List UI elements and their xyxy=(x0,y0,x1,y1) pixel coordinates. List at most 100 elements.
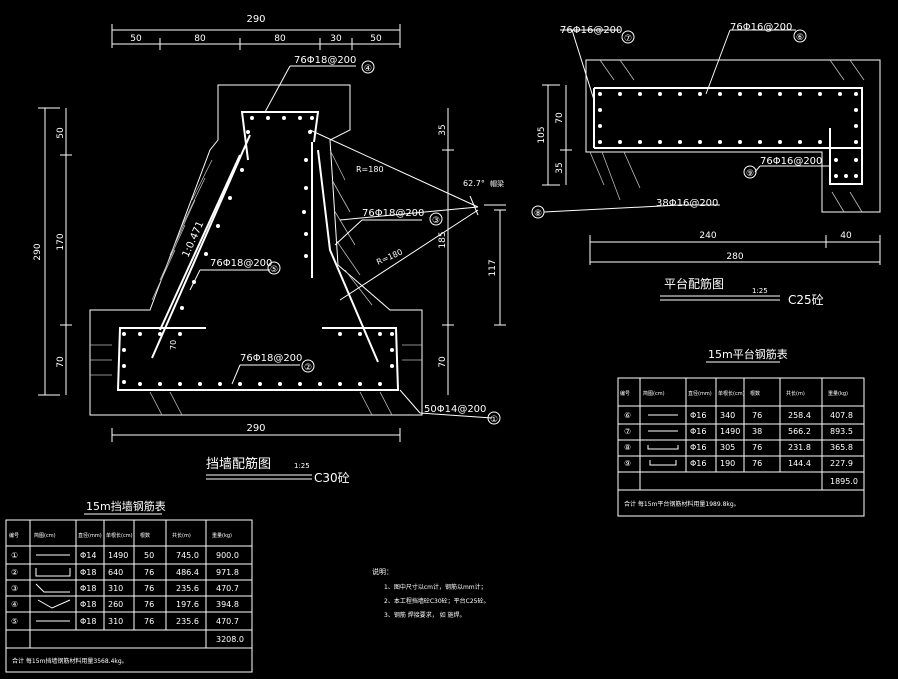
platform-table-title: 15m平台钢筋表 xyxy=(708,347,788,361)
platform-table-sum: 1895.0 xyxy=(830,477,858,486)
wall-title: 挡墙配筋图 xyxy=(206,456,271,472)
platform-table-header-3: 单根长(cm) xyxy=(718,390,745,397)
notes-line-3: 3、钢筋 焊接要求， 如 施焊。 xyxy=(384,611,466,619)
platform-bottom-total: 280 xyxy=(726,252,743,262)
wall-row-4-count: 76 xyxy=(144,600,154,609)
platform-callout-6-mark: ⑥ xyxy=(796,33,804,43)
wall-row-3-count: 76 xyxy=(144,584,154,593)
platform-row-2-len: 1490 xyxy=(720,427,740,436)
wall-row-4-len: 260 xyxy=(108,600,123,609)
wall-row-4-dia: Φ18 xyxy=(80,600,96,609)
platform-row-3-dia: Φ16 xyxy=(690,443,706,452)
wall-top-total: 290 xyxy=(246,14,265,25)
wall-row-5-weight: 470.7 xyxy=(216,617,239,626)
wall-callout-5-mark: ⑤ xyxy=(270,265,278,275)
wall-left-seg-2: 170 xyxy=(56,233,66,250)
wall-table-title: 15m挡墙钢筋表 xyxy=(86,499,166,513)
wall-top-seg-3: 80 xyxy=(274,34,286,44)
wall-row-1-len: 1490 xyxy=(108,551,128,560)
platform-row-3-len: 305 xyxy=(720,443,735,452)
platform-row-1-id: ⑥ xyxy=(624,411,631,420)
platform-left-total: 105 xyxy=(537,126,547,143)
wall-callout-4-mark: ④ xyxy=(364,64,372,74)
wall-callout-1: 50Φ14@200 xyxy=(424,404,486,415)
platform-row-2-total: 566.2 xyxy=(788,427,811,436)
platform-section: 105 70 35 76Φ16@200 ⑦ 76Φ16@200 ⑥ 76Φ16@… xyxy=(531,22,881,307)
wall-callout-3-mark: ③ xyxy=(432,216,440,226)
wall-callout-3: 76Φ18@200 xyxy=(362,208,424,219)
platform-callout-9-mark: ⑨ xyxy=(746,169,754,179)
platform-row-2-count: 38 xyxy=(752,427,762,436)
platform-row-4-total: 144.4 xyxy=(788,459,811,468)
wall-row-2-id: ② xyxy=(11,568,18,577)
platform-row-3-id: ⑧ xyxy=(624,443,631,452)
platform-table-header-2: 直径(mm) xyxy=(688,390,712,397)
notes-line-2: 2、本工程挡墙砼C30砼；平台C25砼。 xyxy=(384,597,489,605)
wall-dim-70: 70 xyxy=(169,340,178,350)
wall-r180-a: R=180 xyxy=(356,165,384,174)
platform-row-1-weight: 407.8 xyxy=(830,411,853,420)
platform-table-header-4: 根数 xyxy=(750,390,760,397)
platform-table-header-5: 共长(m) xyxy=(786,390,805,397)
platform-row-1-count: 76 xyxy=(752,411,762,420)
wall-top-seg-2: 80 xyxy=(194,34,206,44)
wall-angle: 62.7° xyxy=(463,179,485,188)
wall-row-1-total: 745.0 xyxy=(176,551,199,560)
platform-row-2-id: ⑦ xyxy=(624,427,631,436)
platform-row-1-len: 340 xyxy=(720,411,735,420)
platform-bottom-seg-2: 40 xyxy=(840,231,852,241)
wall-row-5-len: 310 xyxy=(108,617,123,626)
platform-table-footer: 合计 每15m平台钢筋材料用量1989.8kg。 xyxy=(624,500,740,508)
platform-callout-7-mark: ⑦ xyxy=(624,34,632,44)
platform-scale: 1:25 xyxy=(752,287,768,295)
platform-table-header-6: 重量(kg) xyxy=(828,390,848,397)
wall-right-dim-1: 35 xyxy=(438,124,448,135)
wall-row-5-total: 235.6 xyxy=(176,617,199,626)
platform-row-1-total: 258.4 xyxy=(788,411,811,420)
platform-callout-8: 38Φ16@200 xyxy=(656,198,718,209)
wall-row-5-dia: Φ18 xyxy=(80,617,96,626)
wall-table-footer: 合计 每15m挡墙钢筋材料用量3568.4kg。 xyxy=(12,657,128,665)
wall-top-seg-1: 50 xyxy=(130,34,142,44)
wall-table-header-1: 简图(cm) xyxy=(34,532,56,539)
platform-row-3-total: 231.8 xyxy=(788,443,811,452)
platform-row-2-weight: 893.5 xyxy=(830,427,853,436)
platform-table-header-1: 简图(cm) xyxy=(643,390,665,397)
wall-table-header-3: 单根长(cm) xyxy=(106,532,133,539)
wall-rebar-dots xyxy=(122,116,394,386)
wall-table-sum: 3208.0 xyxy=(216,635,244,644)
wall-table-header-6: 重量(kg) xyxy=(212,532,232,539)
platform-row-4-len: 190 xyxy=(720,459,735,468)
wall-bottom-total: 290 xyxy=(246,423,265,434)
notes-title: 说明： xyxy=(372,567,393,576)
wall-row-1-dia: Φ14 xyxy=(80,551,96,560)
platform-bottom-seg-1: 240 xyxy=(699,231,716,241)
wall-row-4-id: ④ xyxy=(11,600,18,609)
wall-row-1-weight: 900.0 xyxy=(216,551,239,560)
notes-line-1: 1、图中尺寸以cm计，钢筋以mm计； xyxy=(384,583,487,591)
wall-row-2-total: 486.4 xyxy=(176,568,199,577)
wall-table-header-4: 根数 xyxy=(140,532,150,539)
wall-row-2-dia: Φ18 xyxy=(80,568,96,577)
wall-right-117: 117 xyxy=(488,259,498,276)
platform-rebar-table: 15m平台钢筋表 编号 简图(cm) 直径(mm) 单根长(cm) 根数 共长(… xyxy=(617,347,865,517)
wall-table-header-0: 编号 xyxy=(9,532,19,539)
wall-row-5-count: 76 xyxy=(144,617,154,626)
wall-callout-4: 76Φ18@200 xyxy=(294,55,356,66)
wall-row-3-dia: Φ18 xyxy=(80,584,96,593)
wall-row-3-weight: 470.7 xyxy=(216,584,239,593)
platform-row-1-dia: Φ16 xyxy=(690,411,706,420)
platform-row-4-dia: Φ16 xyxy=(690,459,706,468)
wall-row-1-count: 50 xyxy=(144,551,154,560)
wall-row-4-weight: 394.8 xyxy=(216,600,239,609)
wall-row-2-weight: 971.8 xyxy=(216,568,239,577)
wall-callout-5: 76Φ18@200 xyxy=(210,258,272,269)
wall-callout-2-mark: ② xyxy=(304,363,312,373)
platform-left-seg-1: 70 xyxy=(555,112,565,124)
wall-row-3-total: 235.6 xyxy=(176,584,199,593)
platform-left-seg-2: 35 xyxy=(555,162,565,173)
wall-callout-2: 76Φ18@200 xyxy=(240,353,302,364)
wall-table-header-2: 直径(mm) xyxy=(78,532,102,539)
wall-r180-b: R=180 xyxy=(375,247,404,266)
